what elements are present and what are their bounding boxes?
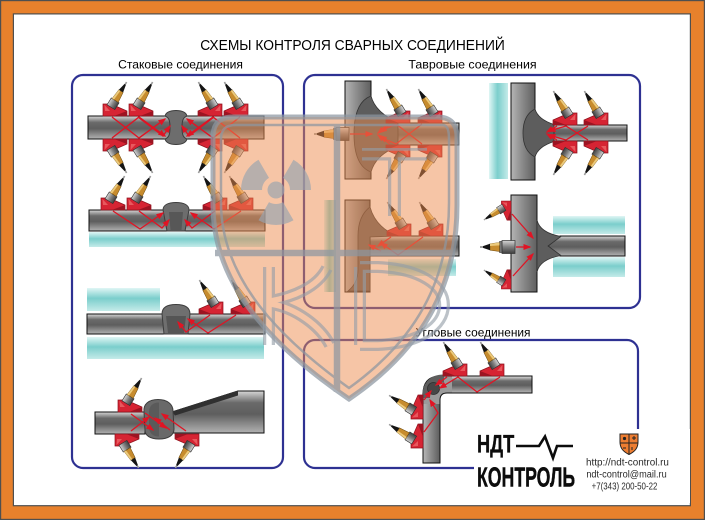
svg-text:КОНТРОЛЬ: КОНТРОЛЬ: [477, 461, 575, 492]
svg-text:Угловые соединения: Угловые соединения: [415, 326, 530, 340]
svg-text:http://ndt-control.ru: http://ndt-control.ru: [586, 458, 669, 469]
svg-text:Стаковые соединения: Стаковые соединения: [118, 58, 243, 72]
svg-text:НДТ: НДТ: [477, 430, 515, 459]
svg-text:Тавровые соединения: Тавровые соединения: [408, 58, 536, 72]
svg-text:СХЕМЫ КОНТРОЛЯ СВАРНЫХ СОЕДИНЕ: СХЕМЫ КОНТРОЛЯ СВАРНЫХ СОЕДИНЕНИЙ: [200, 35, 505, 54]
svg-text:+7(343) 200-50-22: +7(343) 200-50-22: [592, 481, 658, 492]
svg-text:ndt-control@mail.ru: ndt-control@mail.ru: [586, 469, 666, 480]
